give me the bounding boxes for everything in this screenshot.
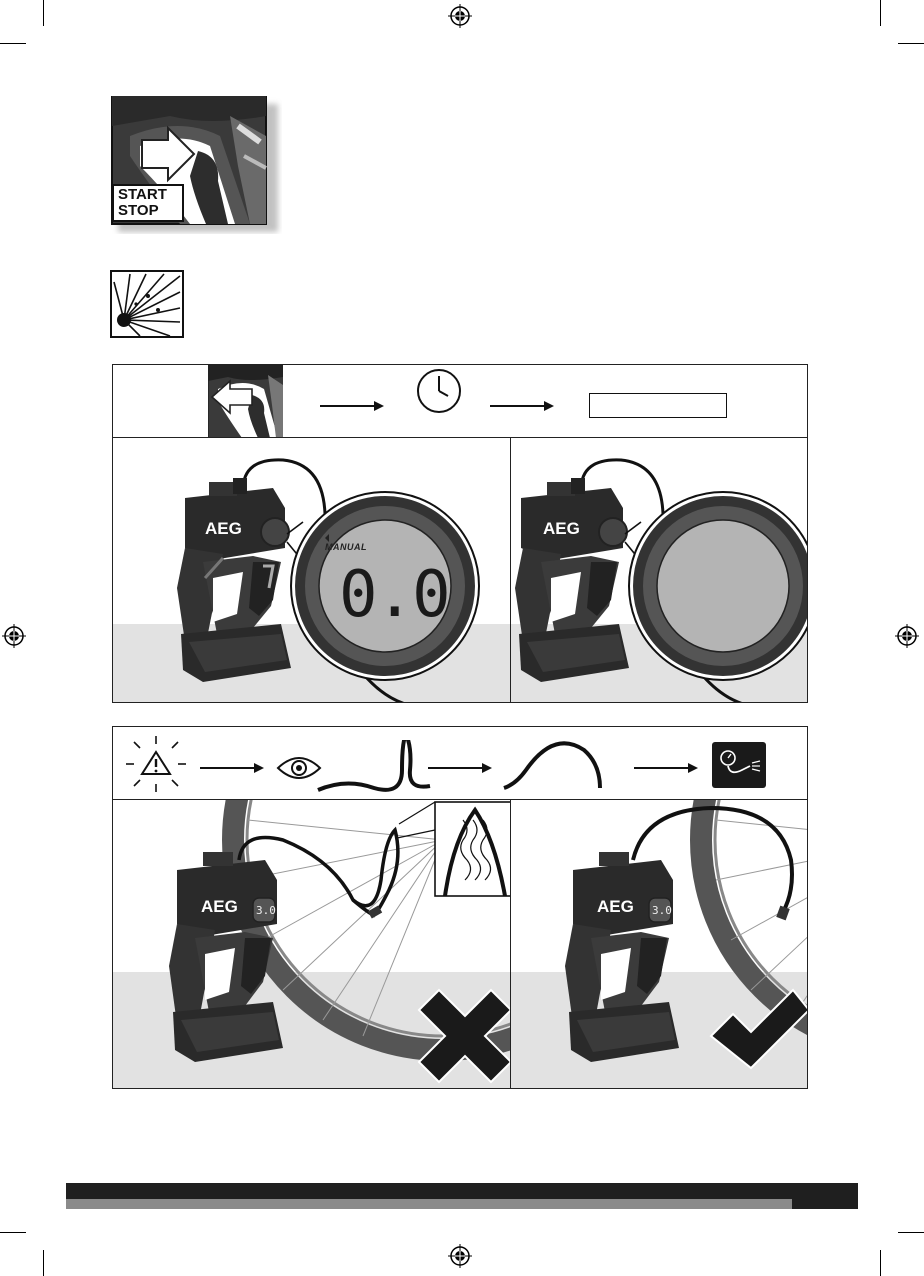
crop-mark <box>880 0 881 26</box>
crop-mark <box>43 1250 44 1276</box>
display-off-panel: AEG <box>510 437 808 703</box>
incorrect-hose-panel: AEG 3.0 <box>112 799 512 1089</box>
stop-text: STOP <box>118 203 182 219</box>
brand-logo: AEG <box>201 897 238 916</box>
tangled-hose-illustration: AEG 3.0 <box>113 800 512 1089</box>
small-pressure-readout: 3.0 <box>256 904 276 917</box>
clock-icon <box>415 367 463 415</box>
registration-mark-icon <box>2 624 26 648</box>
small-pressure-readout: 3.0 <box>652 904 672 917</box>
pressure-readout: 0.0 <box>339 558 449 632</box>
start-stop-label: START STOP <box>112 184 184 222</box>
crop-mark <box>898 1232 924 1233</box>
crop-mark <box>0 1232 26 1233</box>
crop-mark <box>880 1250 881 1276</box>
correct-hose-panel: AEG 3.0 <box>510 799 808 1089</box>
brand-logo: AEG <box>205 519 242 538</box>
blank-display-box <box>589 393 727 418</box>
tool-display-off-illustration: AEG <box>511 438 808 703</box>
trigger-release-icon <box>208 365 283 438</box>
eye-icon <box>276 752 322 784</box>
straight-hose-illustration: AEG 3.0 <box>511 800 808 1089</box>
pressure-gauge-icon <box>712 742 766 788</box>
registration-mark-icon <box>448 4 472 28</box>
brand-logo: AEG <box>597 897 634 916</box>
footer-bar-tail <box>792 1199 858 1209</box>
crop-mark <box>0 43 26 44</box>
crop-mark <box>898 43 924 44</box>
manual-mode-label: MANUAL <box>325 542 367 552</box>
footer-bar-grey <box>66 1199 792 1209</box>
tool-display-on-illustration: AEG <box>113 438 512 703</box>
display-active-panel: AEG MANUAL 0.0 <box>112 437 512 703</box>
footer-bar <box>66 1183 858 1199</box>
warning-triangle-icon <box>124 734 188 794</box>
burst-hazard-icon <box>110 270 184 338</box>
registration-mark-icon <box>448 1244 472 1268</box>
registration-mark-icon <box>895 624 919 648</box>
brand-logo: AEG <box>543 519 580 538</box>
crop-mark <box>43 0 44 26</box>
start-text: START <box>118 187 182 203</box>
